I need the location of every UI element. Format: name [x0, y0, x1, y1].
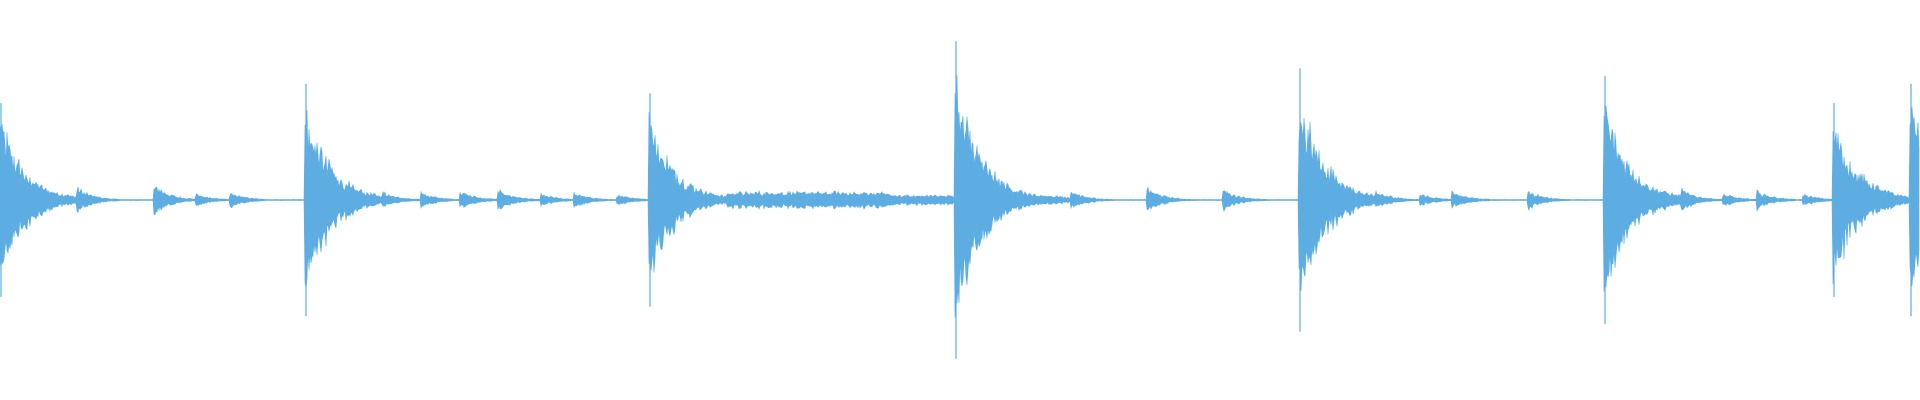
waveform-amplitude-shape	[0, 75, 1920, 318]
waveform-trace	[0, 41, 1920, 359]
